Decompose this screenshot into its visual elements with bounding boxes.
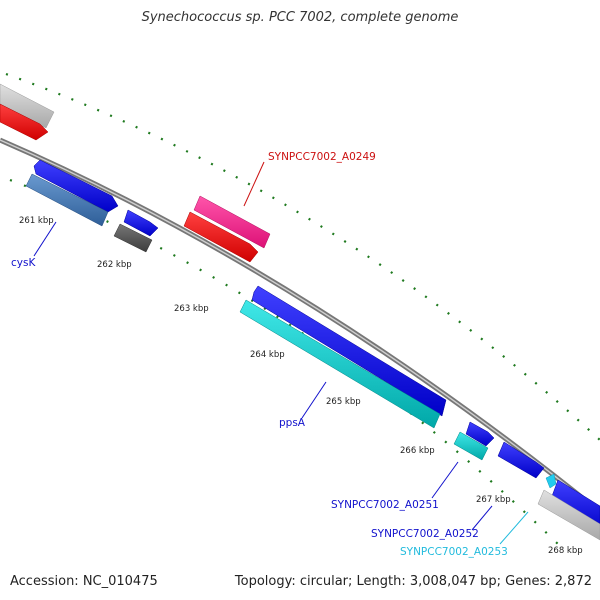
inner-tick-track (9, 178, 563, 549)
gene-cysK[interactable] (25, 173, 109, 227)
tick-label: 267 kbp (476, 495, 511, 505)
gene-SYNPCC7002-A0251[interactable] (453, 431, 489, 461)
gene-features (0, 83, 600, 541)
tick-label: 266 kbp (400, 446, 435, 456)
gene-red-top[interactable] (0, 103, 49, 141)
tick-label: 264 kbp (250, 350, 285, 360)
gene-red-mid[interactable] (183, 211, 259, 263)
callout-lines (33, 161, 529, 545)
label-ppsA[interactable]: ppsA (279, 417, 306, 429)
gene-light-gray-bottom[interactable] (537, 489, 600, 541)
gene-labels: SYNPCC7002_A0249 cysK ppsA SYNPCC7002_A0… (11, 151, 508, 558)
gene-SYNPCC7002-A0252[interactable] (497, 441, 545, 479)
label-SYNPCC7002-A0253[interactable]: SYNPCC7002_A0253 (400, 546, 508, 558)
gene-blue-small[interactable] (123, 209, 159, 237)
gene-blue-c[interactable] (465, 421, 495, 447)
gene-ppsA[interactable] (239, 299, 441, 429)
tick-label: 262 kbp (97, 260, 132, 270)
tick-label: 263 kbp (174, 304, 209, 314)
label-SYNPCC7002-A0249[interactable]: SYNPCC7002_A0249 (268, 151, 376, 163)
tick-label: 265 kbp (326, 397, 361, 407)
gene-light-gray-top[interactable] (0, 83, 55, 129)
genome-summary-text: Topology: circular; Length: 3,008,047 bp… (234, 574, 592, 589)
accession-text: Accession: NC_010475 (10, 574, 158, 589)
label-SYNPCC7002-A0251[interactable]: SYNPCC7002_A0251 (331, 499, 439, 511)
label-SYNPCC7002-A0252[interactable]: SYNPCC7002_A0252 (371, 528, 479, 540)
tick-label: 261 kbp (19, 216, 54, 226)
tick-label: 268 kbp (548, 546, 583, 556)
label-cysK[interactable]: cysK (11, 257, 36, 269)
gene-SYNPCC7002-A0249[interactable] (193, 195, 271, 249)
gene-SYNPCC7002-A0253[interactable] (545, 473, 557, 489)
gene-dark-gray[interactable] (113, 223, 153, 253)
page-title: Synechococcus sp. PCC 7002, complete gen… (141, 10, 459, 25)
tick-labels: 261 kbp 262 kbp 263 kbp 264 kbp 265 kbp … (19, 216, 583, 556)
outer-tick-track (5, 72, 600, 441)
gene-blue-long[interactable] (251, 285, 447, 417)
genome-backbone-inner (0, 139, 600, 513)
